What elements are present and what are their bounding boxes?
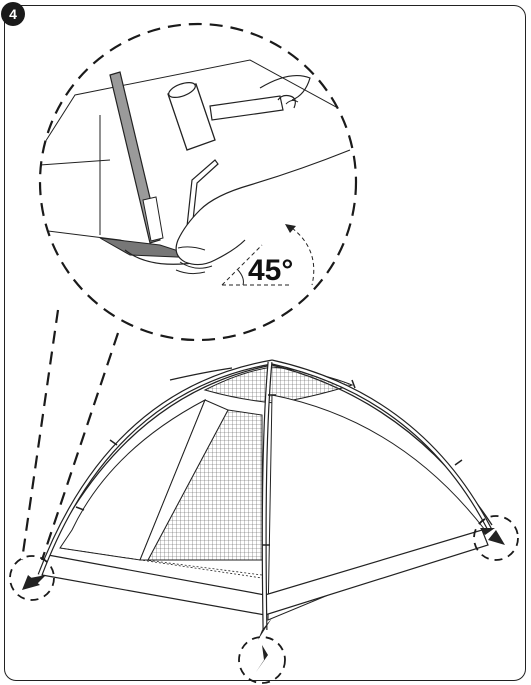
- hand-lower: [175, 149, 351, 275]
- tent-pole: [109, 71, 164, 244]
- angle-indicator: 45°: [221, 224, 315, 287]
- stake-highlight-circles: [9, 515, 519, 684]
- hammer-icon: [167, 82, 284, 151]
- angle-label: 45°: [248, 254, 293, 287]
- hand-icon: [259, 75, 311, 109]
- tent: [30, 359, 495, 640]
- detail-callout: 45°: [20, 22, 358, 561]
- step-number-badge: 4: [1, 2, 25, 26]
- tent-pole: [37, 359, 493, 631]
